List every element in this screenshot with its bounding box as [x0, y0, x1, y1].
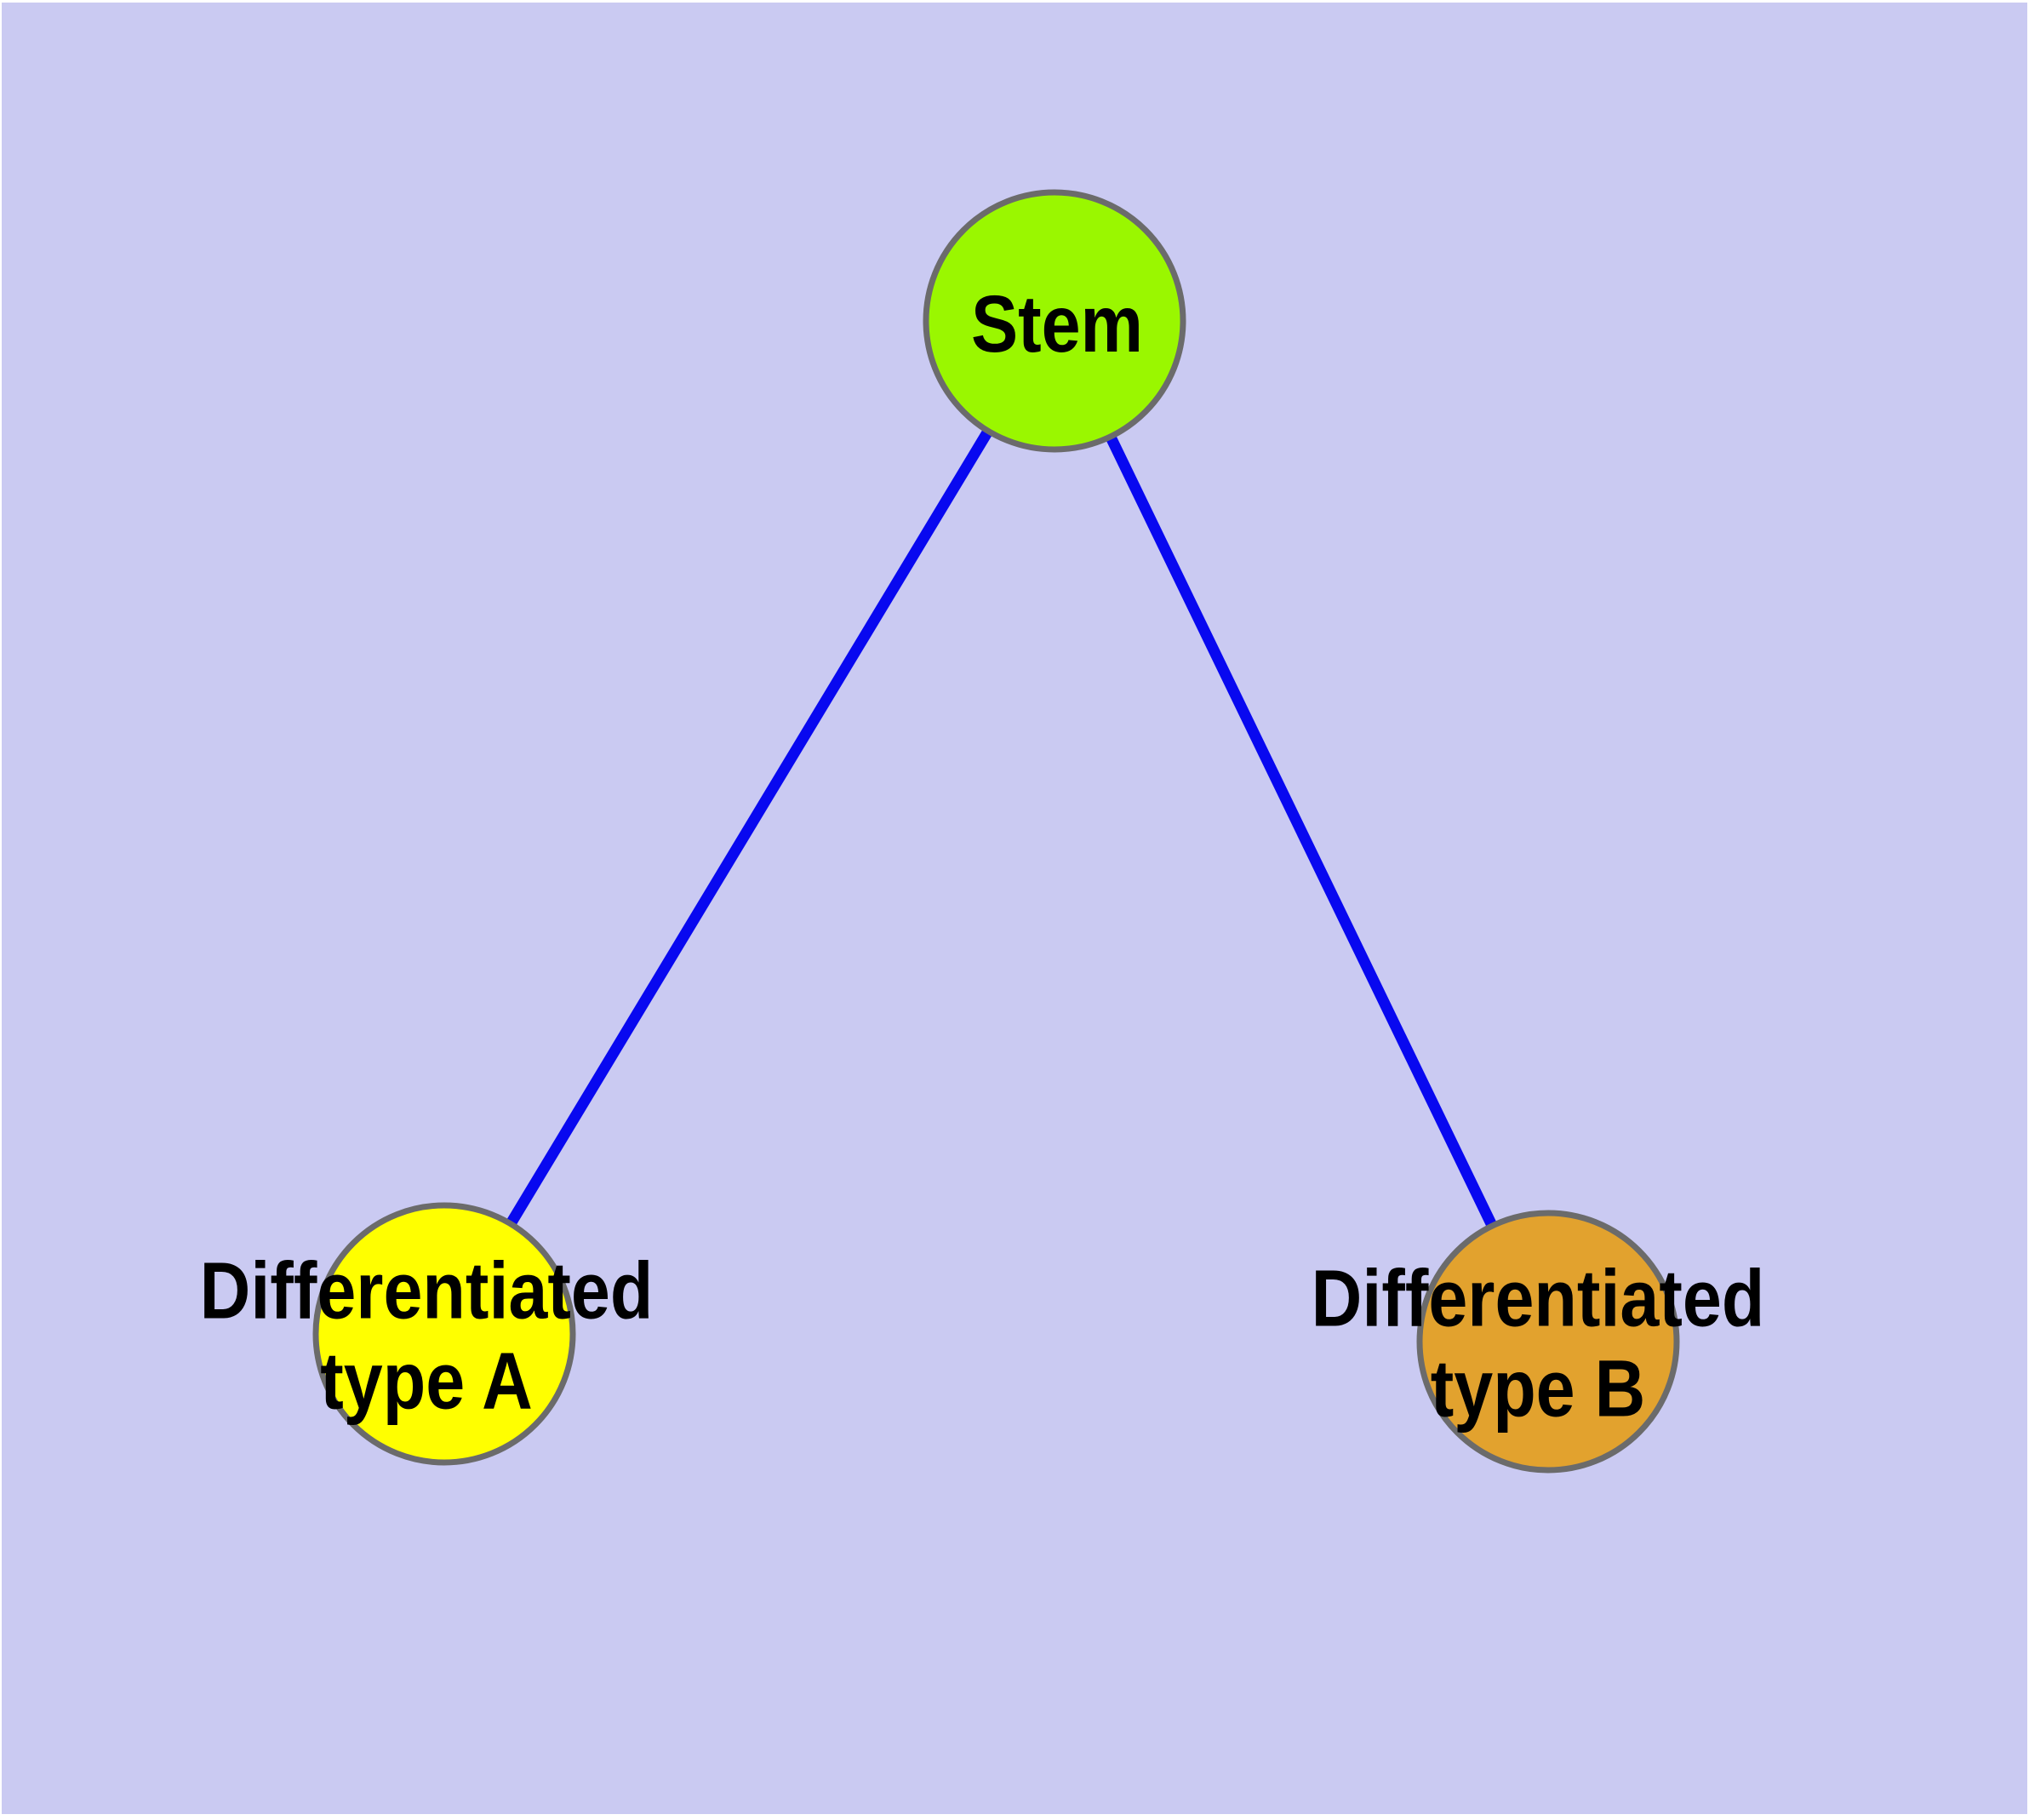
- node-circle-stem: [923, 189, 1186, 453]
- node-circle-diff-b: [1416, 1210, 1680, 1474]
- graph-plot: Stem Differentiated type A Differentiate…: [2, 3, 2027, 1814]
- node-circle-diff-a: [312, 1202, 576, 1466]
- edge-stem-to-diff-a: [439, 318, 1060, 1337]
- graph-canvas: [312, 189, 1680, 1474]
- edge-stem-to-diff-b: [1049, 318, 1553, 1344]
